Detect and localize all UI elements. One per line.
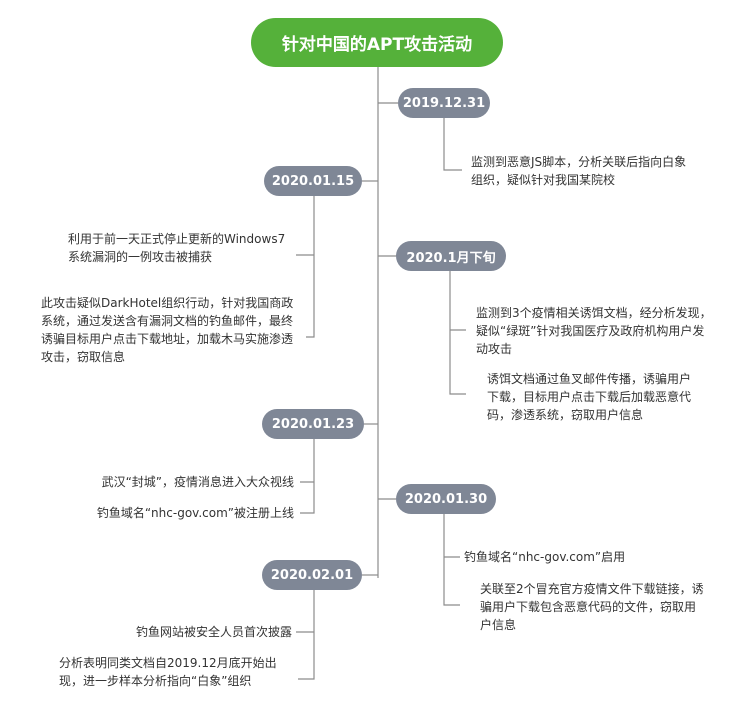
subbranch-line-2020-01-15 <box>296 196 315 338</box>
date-node-2020-01-15: 2020.01.15 <box>264 166 362 196</box>
subbranch-line-2019-12-31 <box>443 118 462 171</box>
event-note: 此攻击疑似DarkHotel组织行动，针对我国商政系统，通过发送含有漏洞文档的钓… <box>41 296 294 364</box>
event-note: 钓鱼域名“nhc-gov.com”启用 <box>464 550 626 564</box>
subbranch-line-2020-01-23 <box>300 439 315 514</box>
date-node-2020-02-01: 2020.02.01 <box>262 560 362 590</box>
date-node-2020-01-30: 2020.01.30 <box>396 484 496 514</box>
event-note: 分析表明同类文档自2019.12月底开始出现，进一步样本分析指向“白象”组织 <box>59 656 277 688</box>
event-note: 监测到3个疫情相关诱饵文档，经分析发现，疑似“绿斑”针对我国医疗及政府机构用户发… <box>476 306 712 356</box>
subbranch-line-2020-01-30 <box>443 514 460 606</box>
subbranch-line-2020-1-late <box>449 271 466 395</box>
event-note: 钓鱼网站被安全人员首次披露 <box>135 625 292 639</box>
event-note: 武汉“封城”，疫情消息进入大众视线 <box>101 475 294 489</box>
root-topic: 针对中国的APT攻击活动 <box>251 18 503 67</box>
event-note: 钓鱼域名“nhc-gov.com”被注册上线 <box>96 506 294 520</box>
event-note: 监测到恶意JS脚本，分析关联后指向白象组织，疑似针对我国某院校 <box>471 155 687 187</box>
date-node-2020-1-late: 2020.1月下旬 <box>396 241 506 271</box>
date-node-2019-12-31: 2019.12.31 <box>398 88 490 118</box>
subbranch-line-2020-02-01 <box>296 590 315 680</box>
date-node-2020-01-23: 2020.01.23 <box>262 409 364 439</box>
event-note: 诱饵文档通过鱼叉邮件传播，诱骗用户下载，目标用户点击下载后加载恶意代码，渗透系统… <box>487 372 692 422</box>
event-note: 关联至2个冒充官方疫情文件下载链接，诱骗用户下载包含恶意代码的文件，窃取用户信息 <box>480 582 704 632</box>
event-note: 利用于前一天正式停止更新的Windows7系统漏洞的一例攻击被捕获 <box>68 232 286 264</box>
